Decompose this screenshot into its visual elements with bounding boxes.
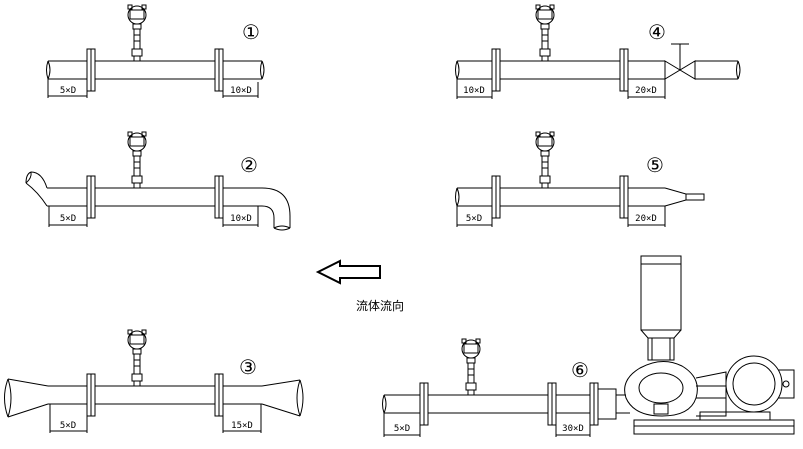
diagram-6: 5×D 30×D ⑥ (382, 255, 795, 437)
upstream-label: 5×D (60, 214, 76, 224)
downstream-label: 10×D (230, 86, 252, 96)
flowmeter-icon (127, 131, 147, 189)
flowmeter-icon (127, 4, 147, 62)
diagram-number: ① (242, 20, 260, 44)
diagram-3: 5×D 15×D ③ (4, 329, 304, 433)
flowmeter-icon (127, 329, 147, 387)
diagram-5: 5×D 20×D ⑤ (455, 131, 705, 227)
upstream-label: 10×D (463, 86, 485, 96)
upstream-label: 5×D (394, 424, 410, 434)
downstream-label: 30×D (562, 424, 584, 434)
flow-direction-label: 流体流向 (356, 299, 405, 313)
pump-icon (616, 255, 795, 435)
downstream-label: 15×D (231, 421, 253, 431)
flowmeter-icon (535, 4, 555, 62)
diagram-number: ④ (648, 20, 666, 44)
flowmeter-icon (461, 338, 481, 396)
flowmeter-icon (535, 131, 555, 189)
diagram-number: ② (240, 153, 258, 177)
downstream-label: 10×D (230, 214, 252, 224)
diagram-number: ⑥ (571, 358, 589, 382)
downstream-label: 20×D (635, 86, 657, 96)
upstream-label: 5×D (60, 421, 76, 431)
diagram-4: 10×D 20×D ④ (455, 4, 741, 99)
upstream-label: 5×D (60, 86, 76, 96)
diagram-2: 5×D 10×D ② (25, 131, 291, 231)
diagram-number: ③ (239, 355, 257, 379)
downstream-label: 20×D (635, 214, 657, 224)
flow-direction-arrow-icon (315, 259, 381, 285)
upstream-label: 5×D (466, 214, 482, 224)
diagram-number: ⑤ (646, 153, 664, 177)
diagram-1: 5×D 10×D ① (46, 4, 265, 98)
